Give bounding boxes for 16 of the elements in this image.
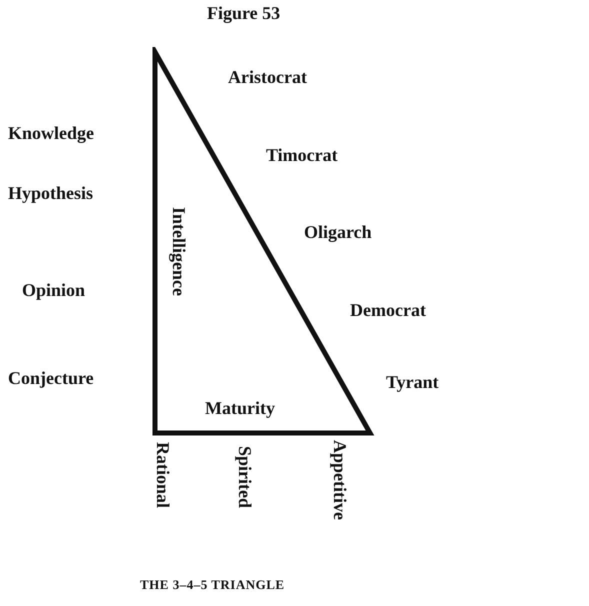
label: Tyrant [386,373,439,391]
label: Rational [154,442,172,508]
figure-caption: THE 3–4–5 TRIANGLE [140,578,285,591]
label: Knowledge [8,124,94,142]
label: Spirited [236,446,254,508]
label: Hypothesis [8,184,94,202]
label: Appetitive [331,440,349,520]
label: Opinion [22,281,86,299]
label: Conjecture [8,369,94,387]
triangle-base-label: Maturity [205,399,275,417]
label: Democrat [350,301,426,319]
triangle-side-label: Intelligence [170,207,188,296]
figure-title: Figure 53 [207,4,280,22]
label: Aristocrat [228,68,307,86]
label: Timocrat [266,146,338,164]
label: Oligarch [304,223,372,241]
